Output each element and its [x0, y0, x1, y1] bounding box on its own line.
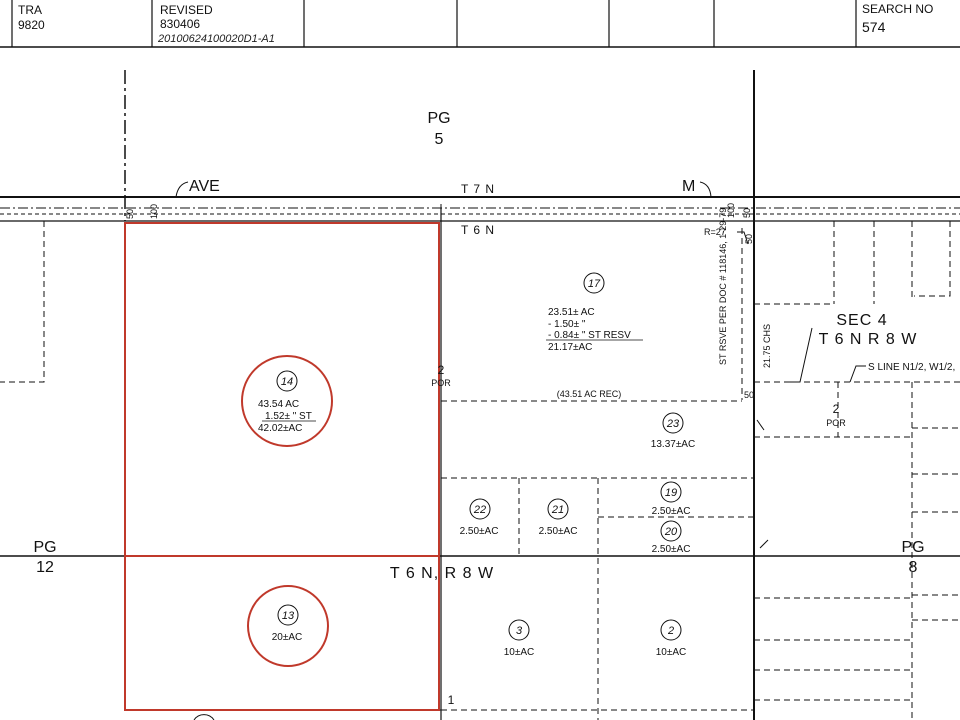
- parcel-23: 23 13.37±AC: [651, 418, 695, 450]
- parcel-22-acreage: 2.50±AC: [460, 526, 499, 537]
- dim-50-right: 50: [742, 208, 752, 218]
- parcel-13: 13 20±AC: [272, 610, 303, 643]
- parcel-21-acreage: 2.50±AC: [539, 526, 578, 537]
- parcel-17-line-2: - 1.50± ": [548, 319, 586, 330]
- parcel-20-number: 20: [664, 526, 678, 538]
- search-value: 574: [862, 19, 886, 35]
- dim-50-mid: 50: [744, 390, 754, 400]
- parcel-3-acreage: 10±AC: [504, 647, 535, 658]
- parcel-14-line-1: 43.54 AC: [258, 399, 299, 410]
- parcel-2-acreage: 10±AC: [656, 647, 687, 658]
- township-t6n-r8w: T 6 N, R 8 W: [390, 565, 494, 582]
- parcel-22-number: 22: [473, 504, 486, 516]
- page-ref-west-num: 12: [36, 559, 54, 576]
- parcel-circle-partial: [193, 714, 215, 720]
- parcel-17: 17 23.51± AC - 1.50± " - 0.84± " ST RESV…: [546, 278, 643, 353]
- lot-2-right: 2: [833, 402, 840, 416]
- parcel-23-acreage: 13.37±AC: [651, 439, 695, 450]
- parcel-21: 21 2.50±AC: [539, 504, 578, 537]
- parcel-19-acreage: 2.50±AC: [652, 506, 691, 517]
- parcel-21-number: 21: [551, 504, 564, 516]
- tra-value: 9820: [18, 18, 45, 32]
- dim-50-left: 50: [125, 209, 135, 219]
- highlighted-parcels: [124, 222, 440, 711]
- parcel-3-number: 3: [516, 625, 523, 637]
- parcel-14: 14 43.54 AC 1.52± " ST 42.02±AC: [258, 376, 316, 434]
- revised-label: REVISED: [160, 3, 213, 17]
- page-ref-east-label: PG: [901, 539, 924, 556]
- revised-value: 830406: [160, 17, 200, 31]
- parcel-number-circles: [276, 272, 684, 641]
- parcel-17-line-3: - 0.84± " ST RESV: [548, 330, 631, 341]
- road-label-ave: AVE: [189, 178, 220, 195]
- header-block: TRA 9820 REVISED 830406 20100624100020D1…: [0, 0, 960, 48]
- parcel-17-line-4: 21.17±AC: [548, 342, 592, 353]
- tra-label: TRA: [18, 3, 42, 17]
- section-lines: [0, 70, 960, 720]
- dim-50-right-2: 50: [744, 234, 754, 244]
- parcel-13-acreage: 20±AC: [272, 632, 303, 643]
- parcel-2: 2 10±AC: [656, 625, 687, 658]
- page-ref-north-num: 5: [435, 131, 444, 148]
- page-ref-north-label: PG: [427, 110, 450, 127]
- st-resv-note: ST RSVE PER DOC # 118146, 1-29-79: [718, 208, 728, 365]
- parcel-20-acreage: 2.50±AC: [652, 544, 691, 555]
- dim-100-right: 100: [726, 203, 736, 218]
- parcel-22: 22 2.50±AC: [460, 504, 499, 537]
- road-label-m: M: [682, 178, 695, 195]
- section-4-township: T 6 N R 8 W: [819, 331, 918, 348]
- lot-2-center: 2: [438, 363, 445, 377]
- lot-2-right-por: POR: [826, 418, 846, 428]
- page-ref-east-num: 8: [909, 559, 918, 576]
- parcel-13-number: 13: [282, 610, 295, 622]
- radius-label: R=27: [704, 227, 726, 237]
- parcel-19: 19 2.50±AC: [652, 487, 691, 517]
- road-ave-m: [0, 181, 960, 222]
- lot-1: 1: [448, 693, 455, 707]
- rec-acreage-note: (43.51 AC REC): [557, 389, 622, 399]
- chains-note: 21.75 CHS: [762, 324, 772, 368]
- parcel-20: 20 2.50±AC: [652, 526, 691, 555]
- parcel-2-number: 2: [667, 625, 674, 637]
- parcel-19-number: 19: [665, 487, 677, 499]
- parcel-14-number: 14: [281, 376, 293, 388]
- s-line-note: S LINE N1/2, W1/2,: [868, 362, 955, 373]
- township-t7n: T 7 N: [461, 182, 495, 196]
- parcel-14-line-3: 42.02±AC: [258, 423, 302, 434]
- section-4-label: SEC 4: [836, 312, 887, 329]
- search-label: SEARCH NO: [862, 2, 933, 16]
- dim-100-left: 100: [149, 204, 159, 219]
- parcel-3: 3 10±AC: [504, 625, 535, 658]
- parcel-17-number: 17: [588, 278, 601, 290]
- parcel-23-number: 23: [666, 418, 680, 430]
- page-ref-west-label: PG: [33, 539, 56, 556]
- lot-2-center-por: POR: [431, 378, 451, 388]
- revised-doc: 20100624100020D1-A1: [157, 33, 275, 45]
- township-t6n-top: T 6 N: [461, 223, 495, 237]
- parcel-17-line-1: 23.51± AC: [548, 307, 595, 318]
- parcel-14-line-2: 1.52± " ST: [265, 411, 312, 422]
